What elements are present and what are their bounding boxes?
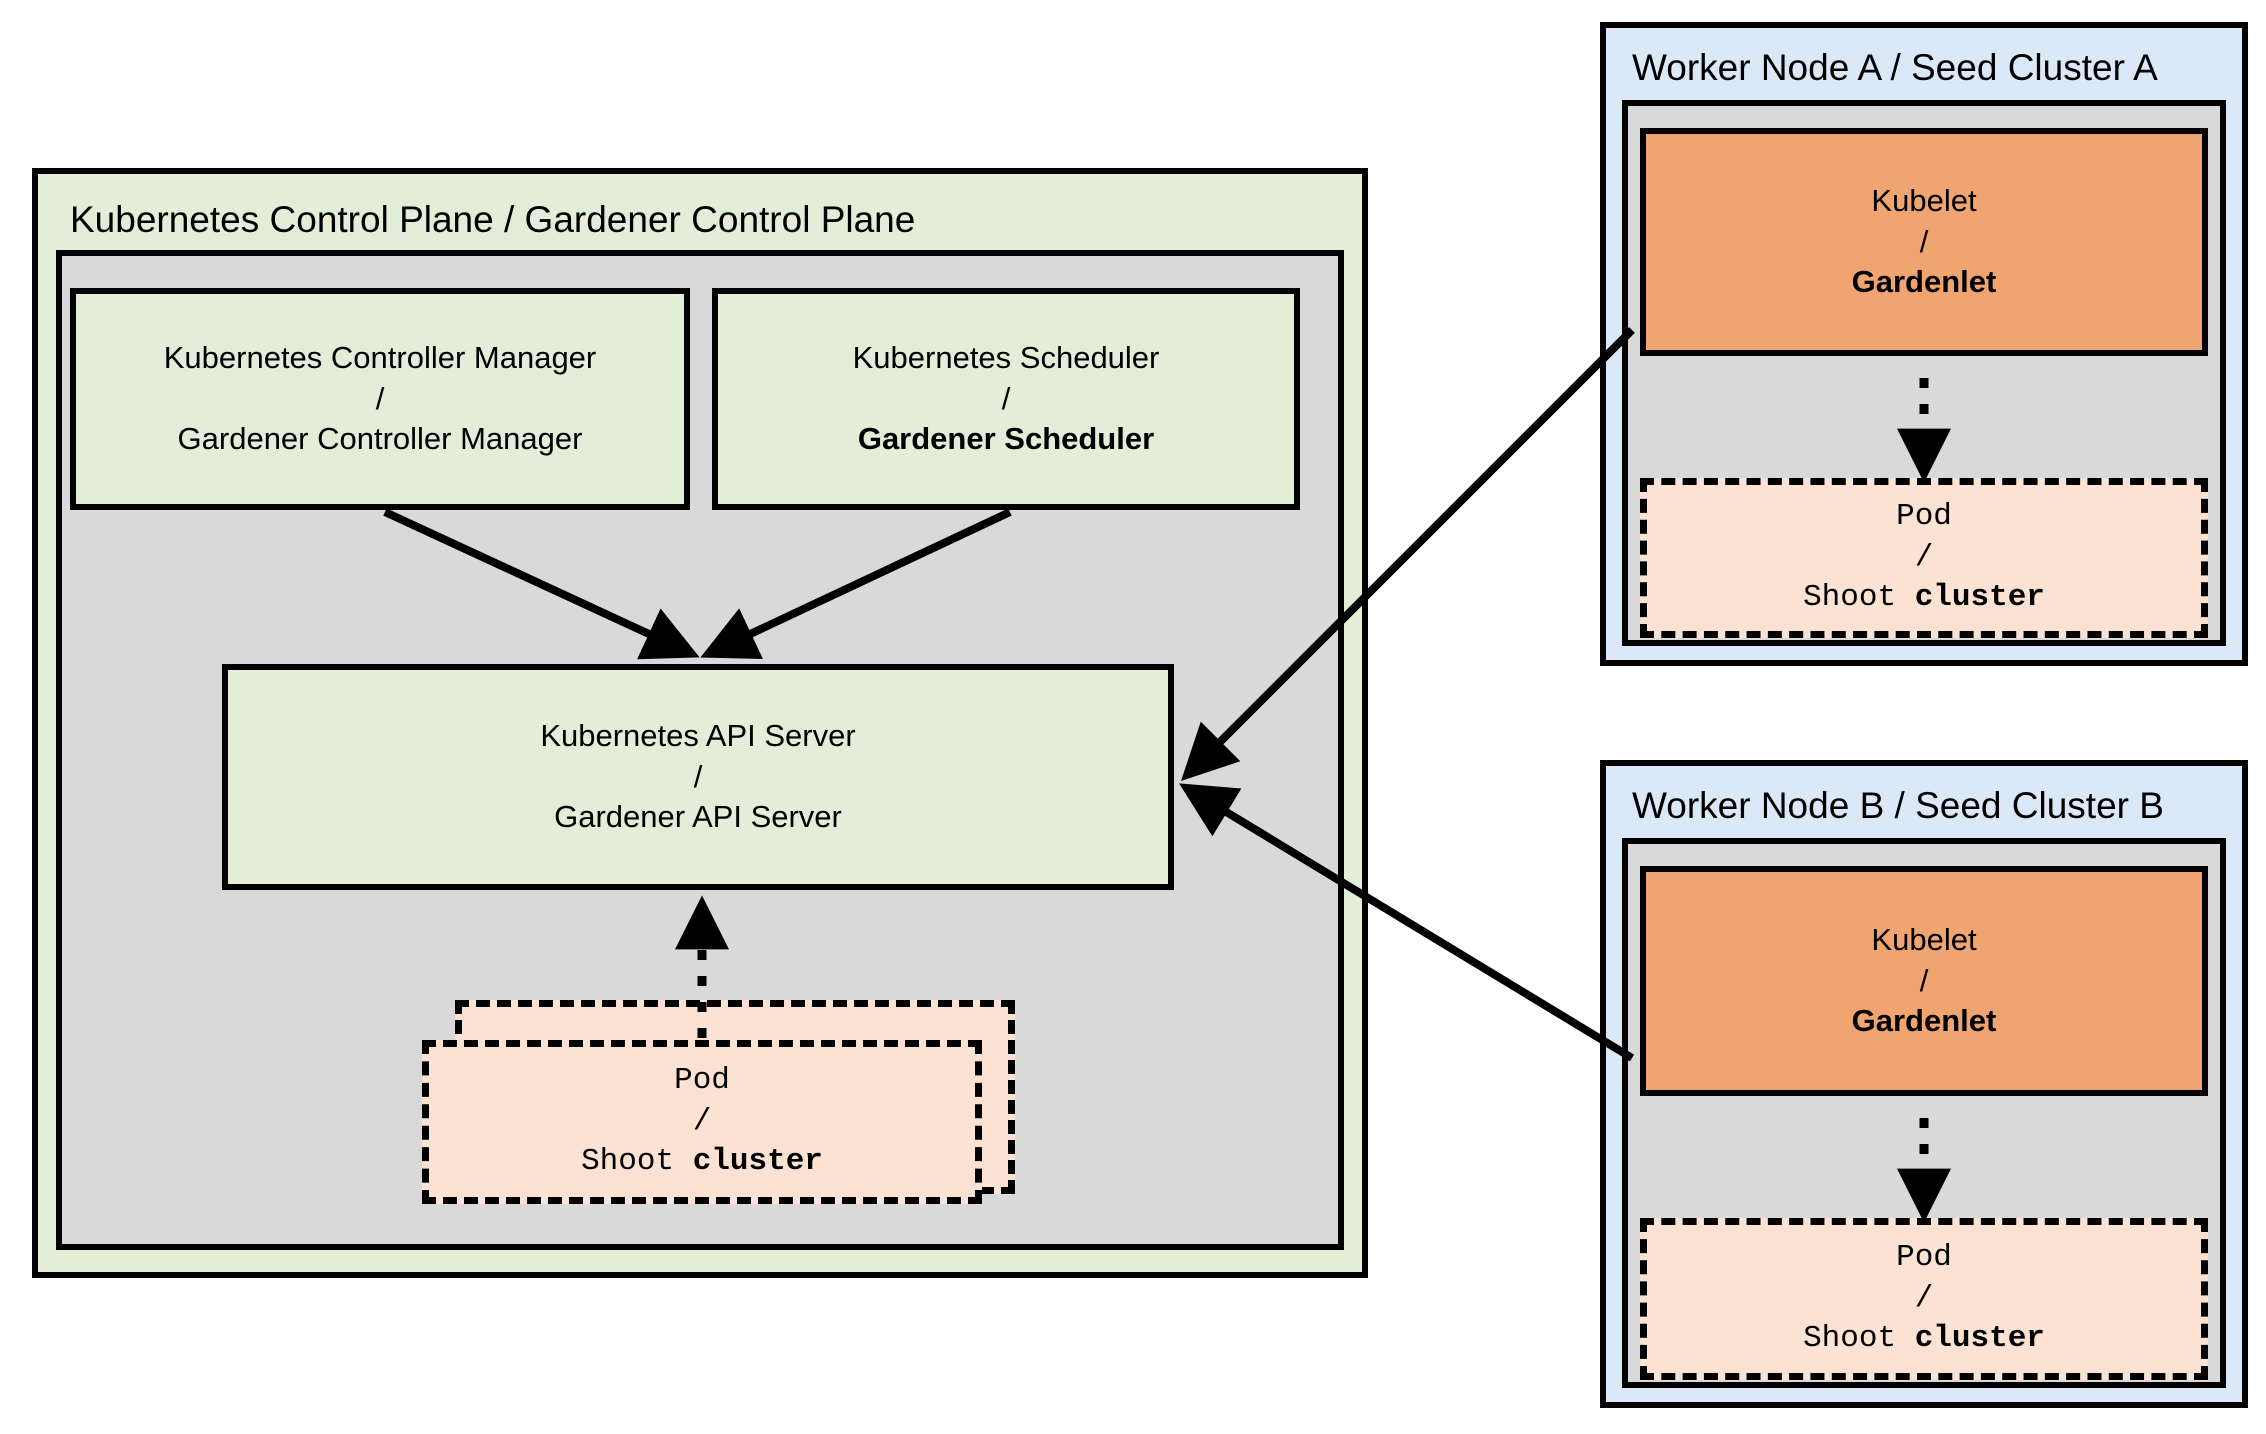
controller-manager-line1: Kubernetes Controller Manager <box>163 339 597 375</box>
api-server-box[interactable]: Kubernetes API Server / Gardener API Ser… <box>222 664 1174 890</box>
seed-cluster-b-kubelet: Kubelet <box>1871 921 1977 957</box>
seed-cluster-a-pod-line2: Shoot cluster <box>1803 578 2045 619</box>
seed-cluster-b-pod-line2: Shoot cluster <box>1803 1319 2045 1360</box>
seed-cluster-b-agent-box[interactable]: Kubelet / Gardenlet <box>1640 866 2208 1096</box>
seed-cluster-a-agent-box[interactable]: Kubelet / Gardenlet <box>1640 128 2208 356</box>
seed-cluster-b-title: Worker Node B / Seed Cluster B <box>1618 778 2238 834</box>
seed-cluster-a-title-text: Worker Node A / Seed Cluster A <box>1632 46 2158 88</box>
seed-cluster-b-pod-text: Pod / Shoot cluster <box>1647 1225 2201 1373</box>
api-server-separator: / <box>693 758 703 794</box>
seed-cluster-a-pod-text: Pod / Shoot cluster <box>1647 485 2201 631</box>
api-server-text: Kubernetes API Server / Gardener API Ser… <box>228 670 1168 884</box>
control-plane-title-text: Kubernetes Control Plane / Gardener Cont… <box>70 198 916 240</box>
api-server-line2: Gardener API Server <box>554 799 842 835</box>
scheduler-text: Kubernetes Scheduler / Gardener Schedule… <box>718 294 1294 504</box>
control-plane-pod-cluster: cluster <box>692 1144 823 1180</box>
seed-cluster-b-pod-separator: / <box>1914 1280 1934 1316</box>
seed-cluster-a-agent-separator: / <box>1919 223 1929 259</box>
seed-cluster-b-gardenlet: Gardenlet <box>1851 1003 1997 1039</box>
seed-cluster-a-gardenlet: Gardenlet <box>1851 264 1997 300</box>
controller-manager-line2: Gardener Controller Manager <box>177 421 583 457</box>
seed-cluster-b-pod-line1: Pod <box>1896 1239 1952 1275</box>
api-server-line1: Kubernetes API Server <box>540 717 856 753</box>
seed-cluster-b-title-text: Worker Node B / Seed Cluster B <box>1632 784 2164 826</box>
seed-cluster-b-pod-box[interactable]: Pod / Shoot cluster <box>1640 1218 2208 1380</box>
control-plane-pod-box[interactable]: Pod / Shoot cluster <box>422 1040 982 1204</box>
seed-cluster-a-title: Worker Node A / Seed Cluster A <box>1618 40 2238 96</box>
seed-cluster-a-pod-separator: / <box>1914 539 1934 575</box>
scheduler-line1: Kubernetes Scheduler <box>852 339 1160 375</box>
seed-cluster-a-agent-text: Kubelet / Gardenlet <box>1646 134 2202 350</box>
controller-manager-box[interactable]: Kubernetes Controller Manager / Gardener… <box>70 288 690 510</box>
control-plane-pod-text: Pod / Shoot cluster <box>429 1047 975 1197</box>
seed-cluster-b-agent-text: Kubelet / Gardenlet <box>1646 872 2202 1090</box>
seed-cluster-a-pod-cluster: cluster <box>1914 580 2045 616</box>
scheduler-line2: Gardener Scheduler <box>857 421 1155 457</box>
control-plane-pod-shoot: Shoot <box>581 1144 693 1180</box>
control-plane-pod-line2: Shoot cluster <box>581 1142 823 1183</box>
scheduler-separator: / <box>1001 380 1011 416</box>
seed-cluster-b-agent-separator: / <box>1919 962 1929 998</box>
seed-cluster-a-pod-shoot: Shoot <box>1803 580 1915 616</box>
control-plane-title: Kubernetes Control Plane / Gardener Cont… <box>52 190 1352 250</box>
seed-cluster-a-pod-line1: Pod <box>1896 498 1952 534</box>
seed-cluster-a-pod-box[interactable]: Pod / Shoot cluster <box>1640 478 2208 638</box>
controller-manager-text: Kubernetes Controller Manager / Gardener… <box>76 294 684 504</box>
scheduler-box[interactable]: Kubernetes Scheduler / Gardener Schedule… <box>712 288 1300 510</box>
seed-cluster-a-kubelet: Kubelet <box>1871 182 1977 218</box>
control-plane-pod-line1: Pod <box>674 1062 730 1098</box>
control-plane-pod-separator: / <box>692 1103 712 1139</box>
seed-cluster-b-pod-shoot: Shoot <box>1803 1321 1915 1357</box>
controller-manager-separator: / <box>375 380 385 416</box>
seed-cluster-b-pod-cluster: cluster <box>1914 1321 2045 1357</box>
